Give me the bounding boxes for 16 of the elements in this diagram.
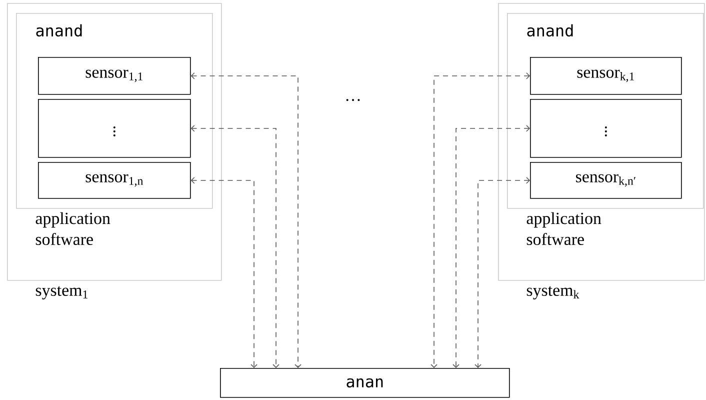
sensor-box: sensor$_{k,n′}$ (530, 162, 682, 199)
arrow (452, 125, 530, 368)
anan-box: anan (220, 368, 510, 398)
ellipsis-label: … (346, 99, 360, 101)
arrow (430, 72, 530, 368)
arrow (190, 177, 258, 368)
sensor-box: sensor$_{1,1}$ (38, 57, 191, 95)
arrow (474, 177, 530, 368)
system-label: system$_{k}$ (526, 286, 580, 300)
sensor-box: $\vdots$ (530, 99, 682, 158)
arrow (190, 72, 302, 368)
sensor-box: sensor$_{k,1}$ (530, 57, 682, 95)
sensor-box: $\vdots$ (38, 99, 191, 158)
system-label: system$_{1}$ (36, 286, 88, 300)
sensor-box: sensor$_{1,n}$ (38, 162, 191, 199)
arrow (190, 125, 280, 368)
